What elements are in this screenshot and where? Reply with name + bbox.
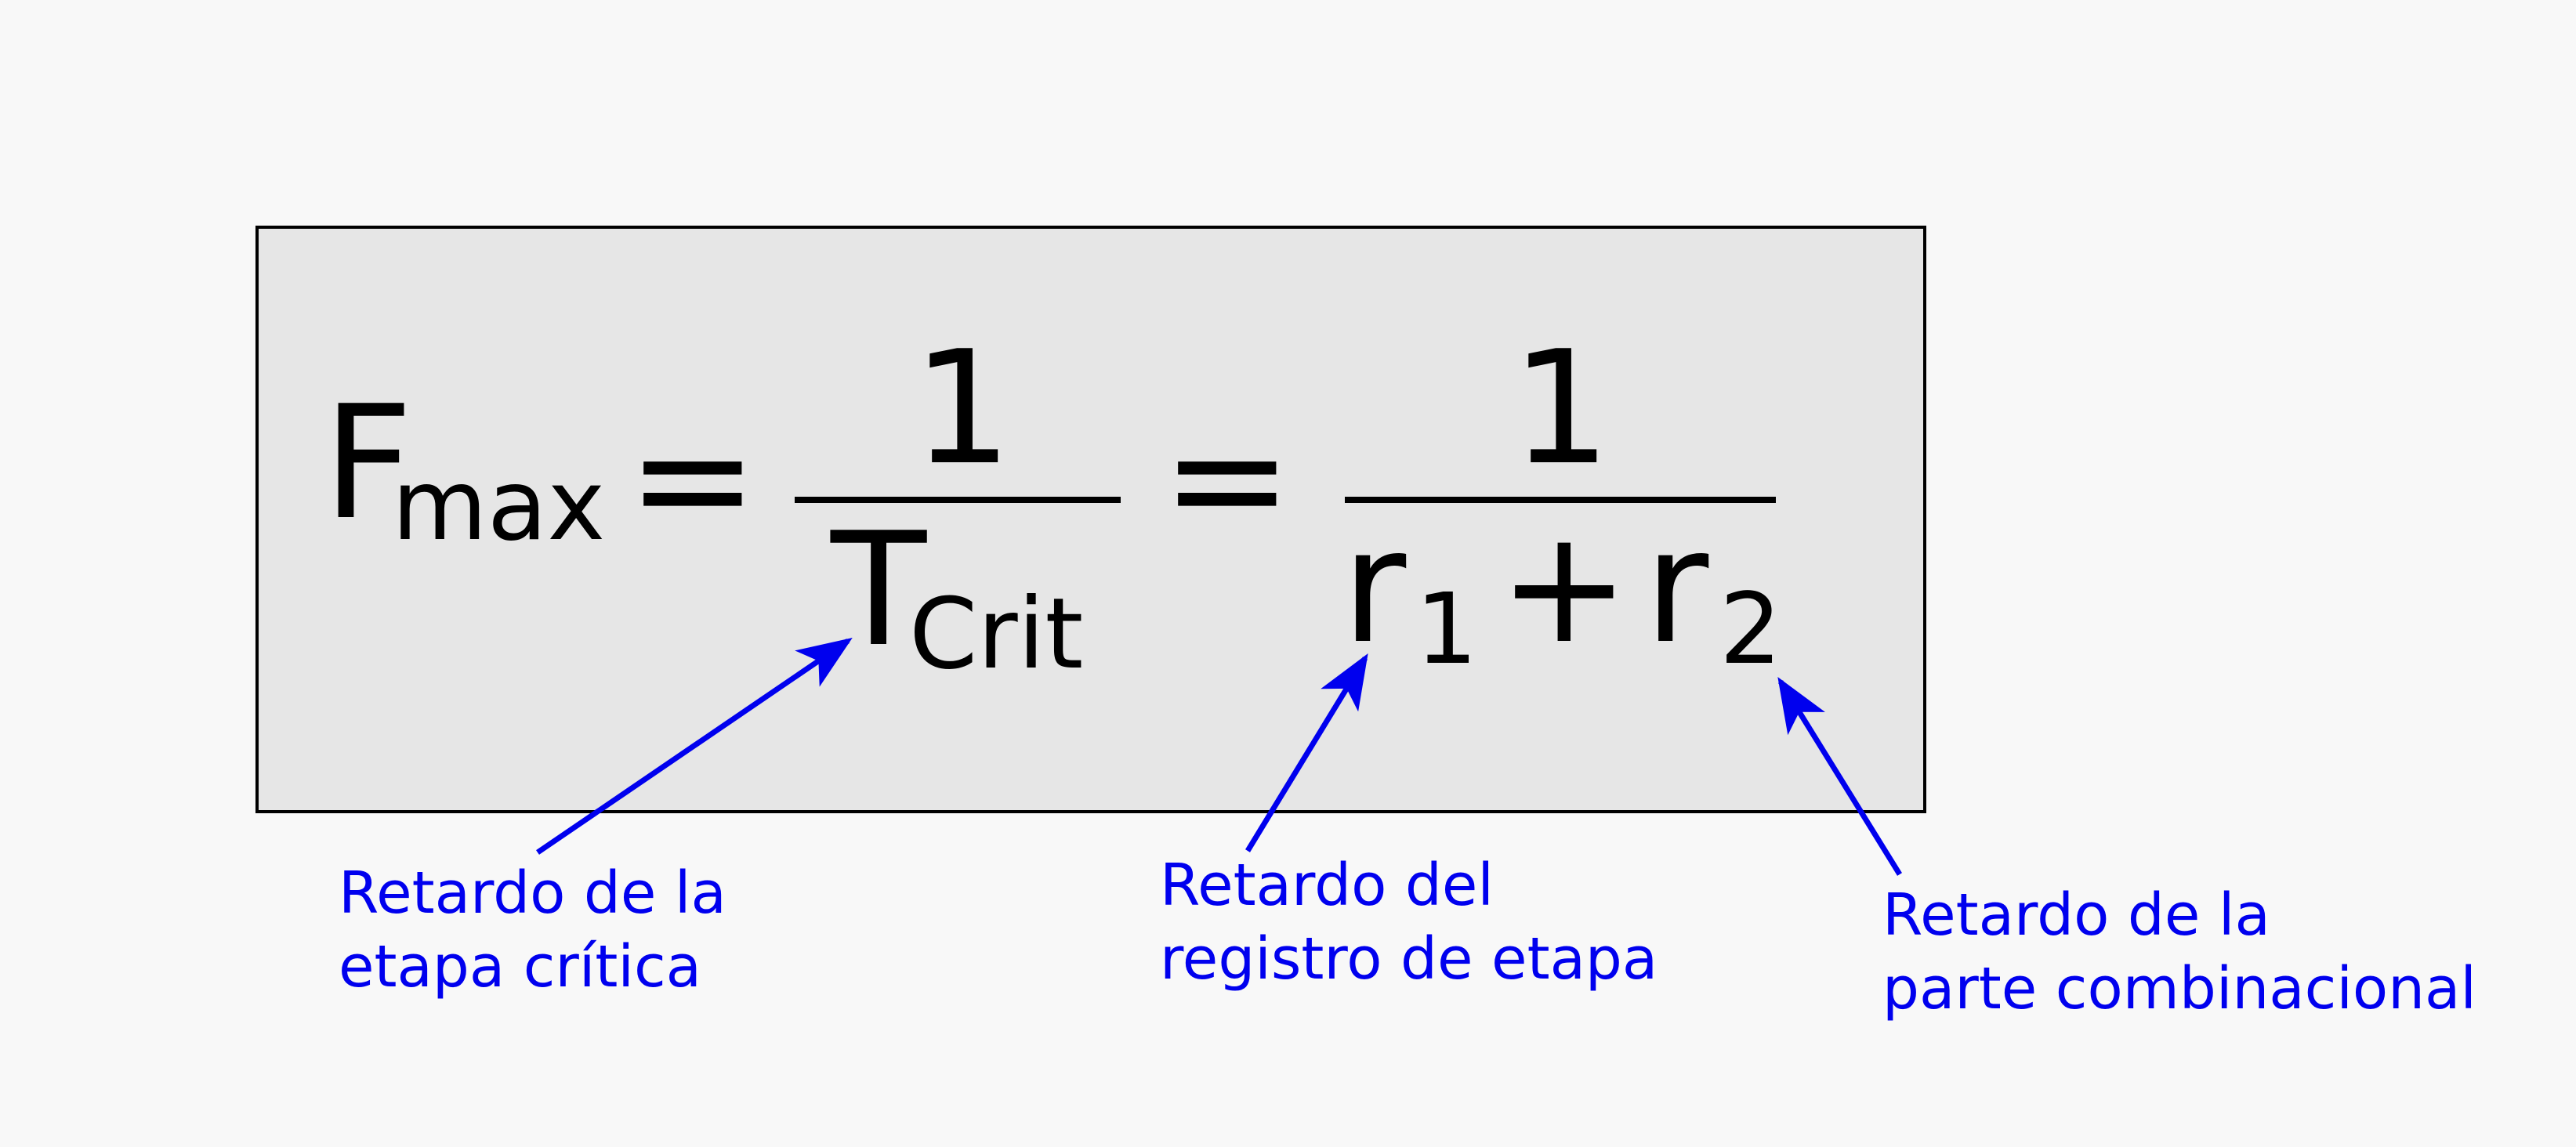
label-critical-stage-delay: Retardo de la etapa crítica bbox=[339, 859, 745, 1000]
r1-symbol: r bbox=[1342, 496, 1407, 678]
arrow-to-r2 bbox=[1777, 677, 1902, 876]
label-stage-register-line-1: Retardo del bbox=[1160, 852, 1494, 919]
label-stage-register-line-2: registro de etapa bbox=[1160, 925, 1658, 993]
formula-box bbox=[255, 226, 1926, 813]
label-stage-register-delay: Retardo del registro de etapa bbox=[1160, 852, 1658, 993]
label-critical-stage-line-2: etapa crítica bbox=[339, 933, 701, 1000]
r2-subscript: 2 bbox=[1719, 573, 1782, 686]
label-combinational-line-2: parte combinacional bbox=[1882, 955, 2476, 1022]
fmax-subscript: max bbox=[392, 449, 605, 563]
fraction-2-numerator: 1 bbox=[1511, 317, 1610, 500]
plus-sign: + bbox=[1498, 496, 1630, 678]
fmax-symbol: F bbox=[323, 372, 413, 555]
r2-symbol: r bbox=[1644, 496, 1709, 678]
equals-sign-1: = bbox=[627, 388, 759, 570]
arrow-to-tcrit bbox=[536, 638, 853, 855]
r1-subscript: 1 bbox=[1415, 573, 1478, 686]
arrow-to-r1 bbox=[1245, 653, 1368, 852]
label-combinational-line-1: Retardo de la bbox=[1882, 881, 2270, 949]
equals-sign-2: = bbox=[1161, 388, 1293, 570]
label-critical-stage-line-1: Retardo de la bbox=[339, 859, 726, 927]
label-combinational-delay: Retardo de la parte combinacional bbox=[1882, 881, 2476, 1022]
fraction-1-numerator: 1 bbox=[912, 317, 1012, 500]
tcrit-subscript: Crit bbox=[909, 577, 1083, 691]
